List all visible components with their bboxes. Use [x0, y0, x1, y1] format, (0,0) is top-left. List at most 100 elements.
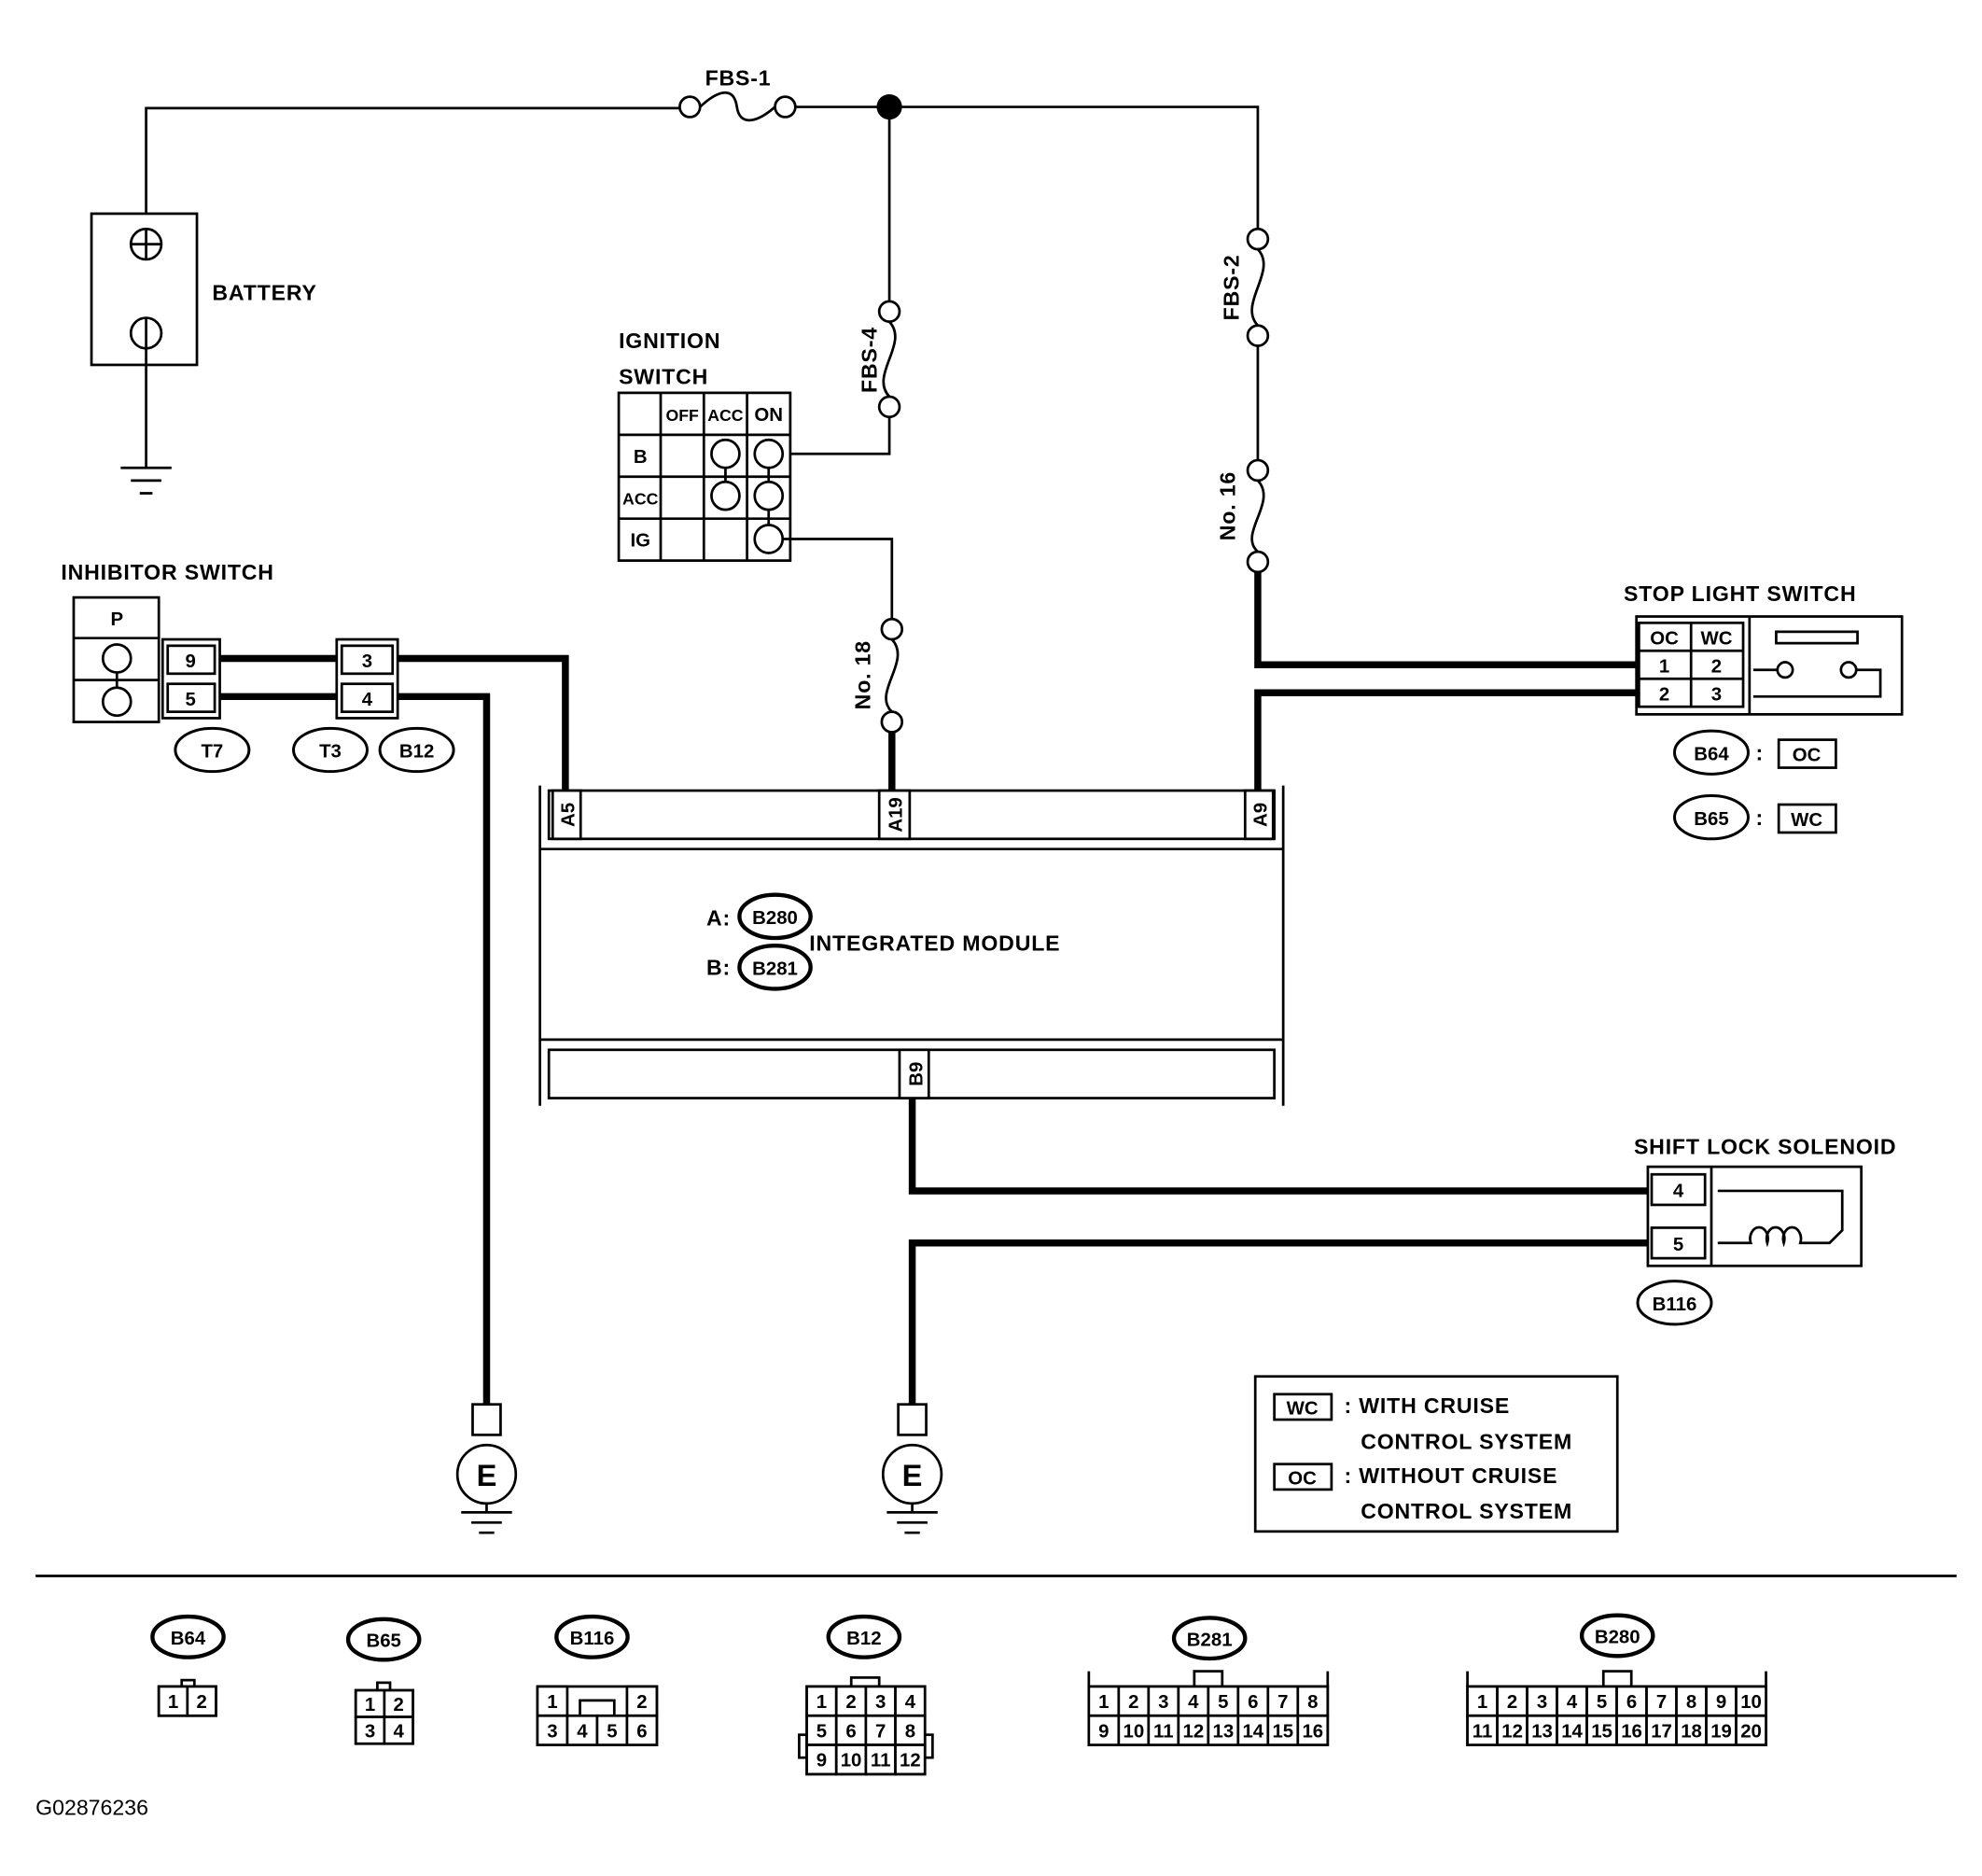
- connector-pin-number: 2: [1507, 1692, 1517, 1713]
- terminal-a5: A5: [558, 803, 579, 827]
- wire-a9-stoplight-2: [1254, 689, 1640, 791]
- shift-lock-solenoid-label: SHIFT LOCK SOLENOID: [1634, 1134, 1896, 1158]
- connector-pin-number: 2: [845, 1692, 856, 1713]
- connector-pin-number: 2: [394, 1695, 404, 1715]
- connector-cavity: [1177, 1714, 1210, 1746]
- module-connector-a-prefix: A:: [706, 905, 731, 930]
- connector-tag-t3: T3: [292, 726, 369, 774]
- connector-pin-number: 11: [871, 1751, 891, 1771]
- connector-flange: [1087, 1671, 1330, 1687]
- connector-pin-number: 11: [1153, 1721, 1174, 1742]
- connector-pin-number: 16: [1621, 1721, 1642, 1742]
- connector-pin-number: 6: [636, 1721, 647, 1742]
- inhibitor-pin-9: 9: [186, 651, 196, 672]
- inhibitor-switch-label: INHIBITOR SWITCH: [61, 560, 273, 584]
- fuse-no-18-label: No. 18: [851, 640, 875, 709]
- connector-pin-number: 3: [547, 1721, 557, 1742]
- connector-latch: [1193, 1670, 1224, 1688]
- stop-light-switch-label: STOP LIGHT SWITCH: [1624, 581, 1856, 606]
- ground-e-right-label: E: [902, 1458, 923, 1492]
- connector-pin-number: 1: [1098, 1692, 1109, 1713]
- connector-pin-number: 8: [1307, 1692, 1318, 1713]
- legend-oc-line2: CONTROL SYSTEM: [1361, 1499, 1572, 1523]
- wire-a5-t3-pin3: [398, 654, 569, 791]
- connector-pin-number: 9: [1716, 1692, 1726, 1713]
- stop-light-pin-wc-2: 2: [1711, 656, 1722, 677]
- module-connector-a: [547, 789, 1276, 841]
- connector-pin-number: 4: [577, 1721, 588, 1742]
- connector-cavity: [864, 1743, 897, 1776]
- connector-pin-number: 1: [547, 1692, 557, 1713]
- legend-wc-line1: : WITH CRUISE: [1345, 1393, 1511, 1418]
- ground-e-left: E: [455, 1403, 518, 1534]
- connector-tag-t7: T7: [174, 726, 251, 774]
- connector-cavity: [383, 1688, 414, 1718]
- fuse-fbs-1: FBS-1: [678, 65, 797, 122]
- legend-oc-line1: : WITHOUT CRUISE: [1345, 1463, 1558, 1488]
- battery-body: [90, 212, 199, 367]
- connector-pin-number: 7: [1277, 1692, 1288, 1713]
- connector-cavity: [1556, 1714, 1588, 1746]
- inhibitor-pin-5: 5: [186, 690, 196, 710]
- connector-view-id: B116: [570, 1629, 615, 1649]
- connector-view-oval: [826, 1614, 902, 1659]
- junction-pin-3: 3: [362, 651, 372, 672]
- wire-fbs4-ignition-b: [782, 416, 891, 455]
- connector-latch: [849, 1676, 881, 1688]
- module-connector-a-id: B280: [752, 908, 798, 929]
- connector-cavity: [1296, 1714, 1330, 1746]
- inhibitor-position-p: P: [110, 609, 123, 630]
- connector-tag-b116-text: B116: [1653, 1295, 1697, 1315]
- connector-cavity: [157, 1685, 189, 1717]
- connector-tag-t3-text: T3: [319, 742, 342, 763]
- connector-view-oval: [1579, 1613, 1655, 1659]
- connector-cavity: [1735, 1714, 1767, 1746]
- terminal-b9: B9: [906, 1062, 927, 1086]
- connector-pin-number: 7: [875, 1721, 886, 1742]
- connector-flange: [1466, 1671, 1767, 1687]
- connector-cavity: [1466, 1714, 1499, 1746]
- coil-icon: [1717, 1189, 1844, 1248]
- ground-e-left-label: E: [477, 1458, 497, 1492]
- connector-pin-number: 3: [1158, 1692, 1168, 1713]
- connector-tag-b116: B116: [1636, 1280, 1713, 1326]
- ignition-col-on: ON: [754, 405, 783, 426]
- variant-b64-connector: B64: [1694, 744, 1729, 764]
- variant-b65-sep: :: [1755, 805, 1764, 830]
- ground-icon: [886, 1503, 938, 1534]
- connector-pin-number: 12: [1182, 1721, 1204, 1742]
- stop-light-switch: STOP LIGHT SWITCH OC WC 1 2 2 3: [1624, 581, 1904, 716]
- connector-pin-number: 14: [1242, 1721, 1263, 1742]
- connector-pin-number: 20: [1740, 1721, 1762, 1742]
- variant-b64-code: OC: [1793, 746, 1821, 766]
- connector-tag-b12-text: B12: [399, 742, 434, 763]
- fuse-no-16: No. 16: [1215, 458, 1270, 574]
- connector-cavity: [894, 1714, 927, 1746]
- legend-wc-code: WC: [1287, 1399, 1319, 1420]
- fuse-no-18: No. 18: [851, 617, 904, 734]
- fuse-no-16-label: No. 16: [1215, 471, 1239, 540]
- connector-pin-number: 3: [1537, 1692, 1547, 1713]
- legend-wc-line2: CONTROL SYSTEM: [1361, 1429, 1572, 1453]
- fuse-fbs-2: FBS-2: [1220, 227, 1270, 347]
- fuse-fbs-4: FBS-4: [857, 300, 901, 419]
- connector-cavity: [1207, 1685, 1240, 1717]
- ground-icon: [461, 1503, 512, 1534]
- ignition-row-b: B: [634, 447, 648, 468]
- ignition-switch-title-2: SWITCH: [619, 364, 708, 388]
- wire-battery-positive: [145, 106, 680, 214]
- connector-pin-number: 5: [1218, 1692, 1228, 1713]
- connector-cavity: [536, 1685, 569, 1717]
- connector-pin-number: 1: [1477, 1692, 1487, 1713]
- connector-pin-number: 3: [365, 1721, 375, 1742]
- connector-pin-number: 6: [1248, 1692, 1258, 1713]
- connector-pin-number: 8: [1686, 1692, 1696, 1713]
- shift-lock-solenoid: SHIFT LOCK SOLENOID 4 5: [1634, 1134, 1896, 1267]
- ignition-col-acc: ACC: [707, 406, 744, 425]
- integrated-module-label: INTEGRATED MODULE: [809, 931, 1060, 956]
- connector-pin-number: 2: [636, 1692, 647, 1713]
- solenoid-pin-5: 5: [1673, 1235, 1683, 1255]
